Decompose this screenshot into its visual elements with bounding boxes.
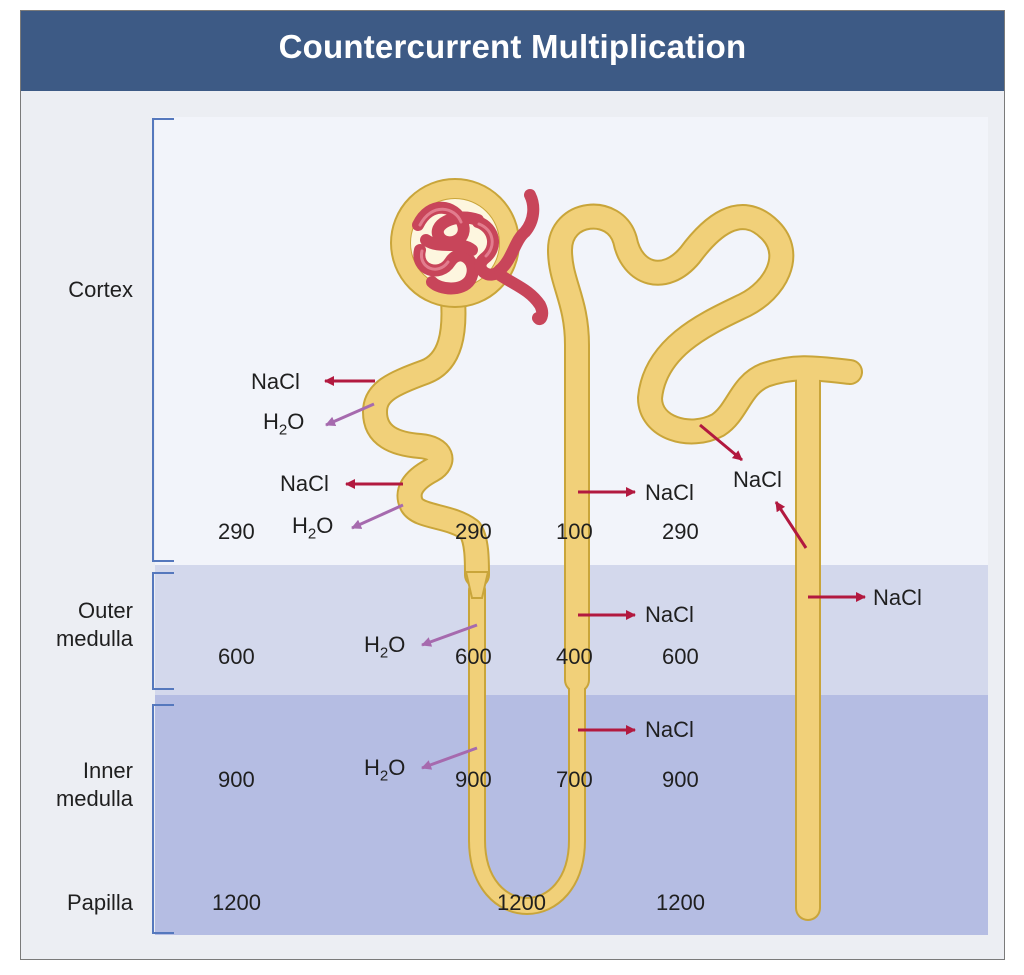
osm-desc-outer: 600 [455,644,492,669]
nacl-label-6: NaCl [645,602,694,627]
diagram-title: Countercurrent Multiplication [278,28,747,65]
papilla-label: Papilla [66,890,133,915]
cortex-label: Cortex [68,277,133,302]
nacl-label-7: NaCl [645,717,694,742]
nacl-label-3: NaCl [645,480,694,505]
nacl-label-5: NaCl [873,585,922,610]
descending-taper [464,571,490,599]
inner-medulla-label: Inner medulla [55,758,133,811]
h2o-arrow-3 [421,623,478,647]
glomerulus-highlight [418,207,494,271]
osm-left-outer: 600 [218,644,255,669]
cortex-bracket [152,118,174,562]
osm-asc-cortex: 100 [556,519,593,544]
osm-left-papilla: 1200 [212,890,261,915]
h2o-arrow-1 [325,402,375,427]
h2o-label-1: H2O [263,409,305,439]
osm-left-inner: 900 [218,767,255,792]
title-bar: Countercurrent Multiplication [21,11,1004,91]
osm-right-inner: 900 [662,767,699,792]
osm-asc-inner: 700 [556,767,593,792]
nacl-label-1: NaCl [251,369,300,394]
nacl-label-2: NaCl [280,471,329,496]
osm-asc-outer: 400 [556,644,593,669]
h2o-arrow-4 [421,746,478,770]
outer-medulla-label: Outer medulla [55,598,133,651]
osm-desc-inner: 900 [455,767,492,792]
h2o-label-4: H2O [364,755,406,785]
thick-ascending-limb [549,205,861,691]
osm-right-papilla: 1200 [656,890,705,915]
nacl-label-4: NaCl [733,467,782,492]
osm-right-outer: 600 [662,644,699,669]
inner-medulla-bracket [152,704,174,934]
osm-right-cortex: 290 [662,519,699,544]
h2o-label-3: H2O [364,632,406,662]
h2o-arrow-2 [351,503,404,530]
outer-medulla-bracket [152,572,174,690]
osm-desc-cortex: 290 [455,519,492,544]
loop-bend [470,833,584,913]
proximal-tubule [364,289,488,586]
h2o-label-2: H2O [292,513,334,543]
osm-loop-bottom: 1200 [497,890,546,915]
nacl-arrow-5 [774,501,808,549]
osm-left-cortex: 290 [218,519,255,544]
nacl-arrow-4 [699,423,743,462]
